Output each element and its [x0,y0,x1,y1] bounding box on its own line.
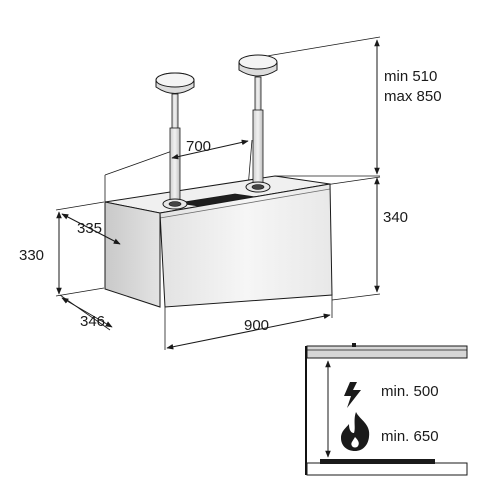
left-pole [155,72,195,210]
right-ceiling-plate [238,54,278,70]
pole-height-min-label: min 510 [384,68,437,85]
pole-height-max-label: max 850 [384,88,442,105]
dimension-lines [56,39,380,350]
right-pole [238,54,278,193]
depth-bottom-label: 346 [80,313,105,330]
hood-body [104,175,333,308]
electric-clearance-label: min. 500 [381,383,439,400]
hood-front [159,183,333,308]
width-label: 900 [244,317,269,334]
clearance-inset: min. 500 min. 650 [305,343,468,476]
gas-clearance-label: min. 650 [381,428,439,445]
depth-top-label: 335 [77,220,102,237]
flame-icon [341,412,370,451]
inset-cooktop [306,462,468,476]
lightning-icon [344,382,361,408]
side-height-label: 330 [19,247,44,264]
hood-left-side [104,201,161,308]
pole-spacing-label: 700 [186,138,211,155]
box-height-label: 340 [383,209,408,226]
inset-hood [306,345,468,359]
